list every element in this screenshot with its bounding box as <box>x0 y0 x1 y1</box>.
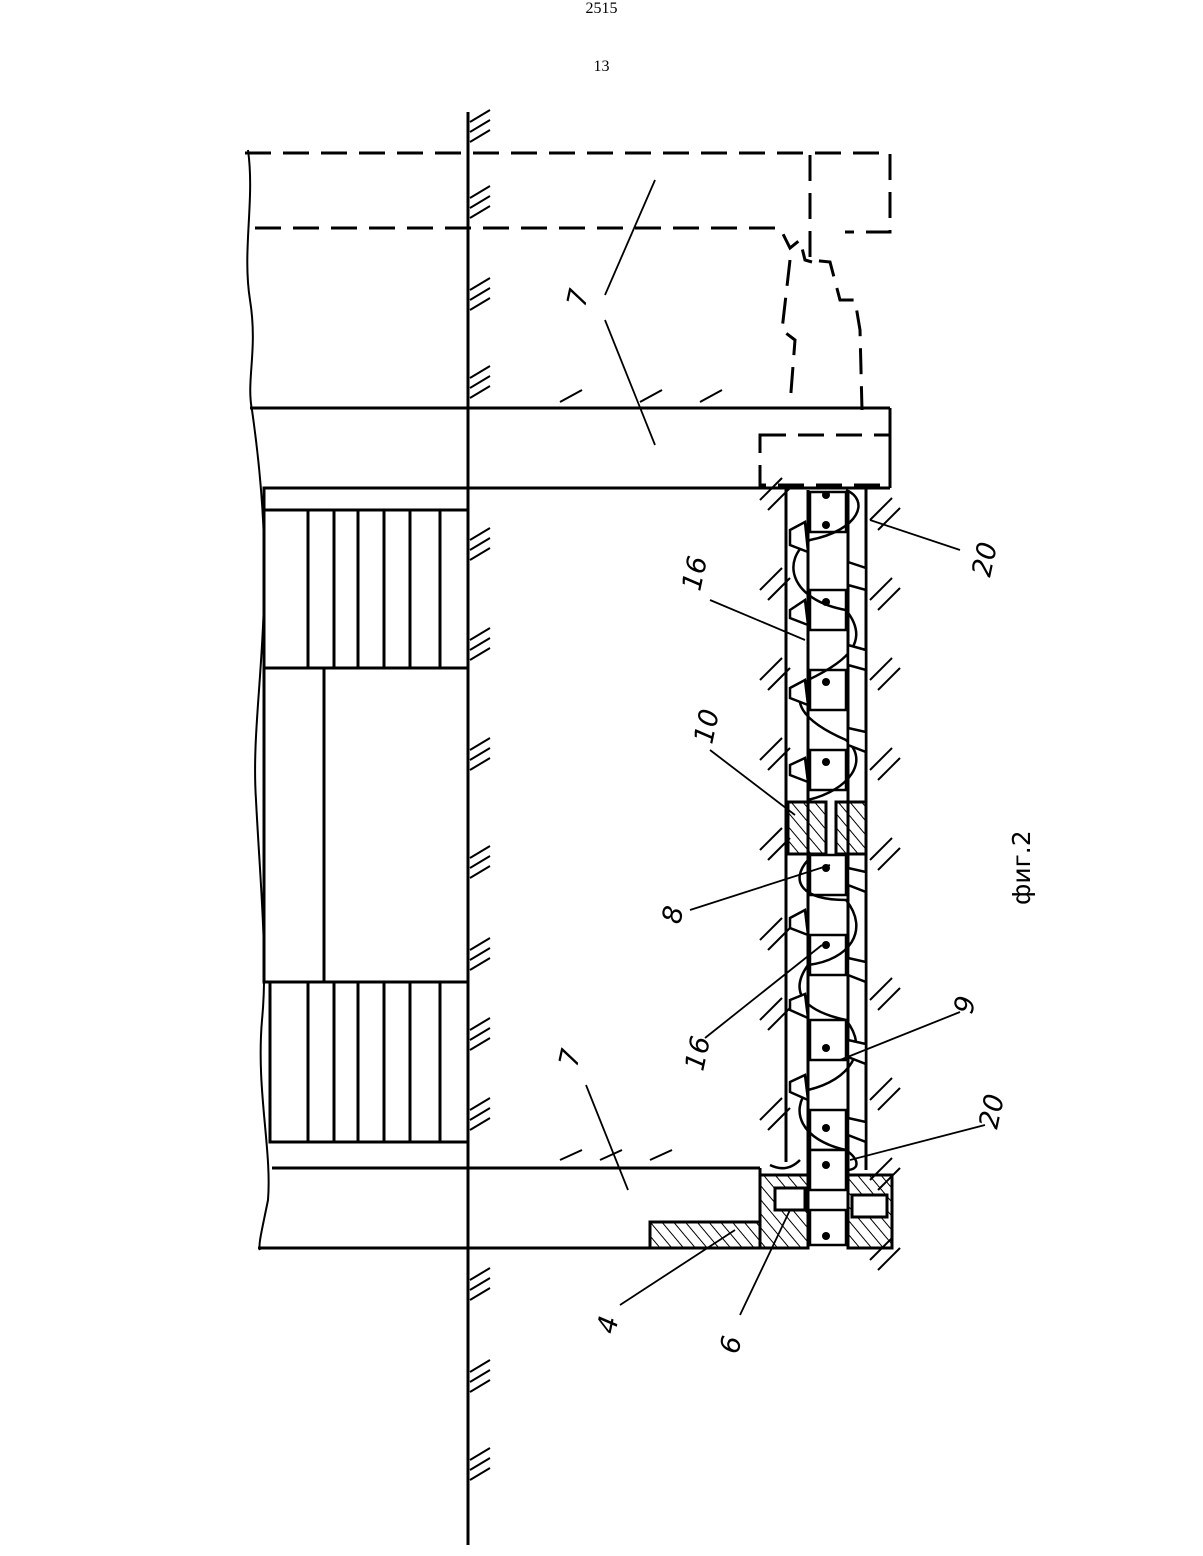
hatched-insert <box>788 802 866 854</box>
label-6: 6 <box>715 1333 749 1356</box>
label-16-lower: 16 <box>680 1033 717 1073</box>
label-20-right: 20 <box>967 539 1004 579</box>
beam-upper <box>250 408 890 488</box>
figure-caption: фиг.2 <box>1007 830 1036 905</box>
wall-blocks <box>264 488 468 1142</box>
label-7-bottom: 7 <box>554 1046 588 1069</box>
label-7-top: 7 <box>562 286 596 309</box>
label-4: 4 <box>592 1313 626 1336</box>
label-10: 10 <box>689 706 726 746</box>
label-8: 8 <box>657 903 691 926</box>
label-9: 9 <box>949 993 983 1016</box>
label-16-upper: 16 <box>677 553 714 593</box>
label-20-lower: 20 <box>974 1091 1011 1131</box>
ground-line <box>468 110 490 1545</box>
dashed-outline <box>245 153 890 485</box>
end-cap <box>650 1175 892 1248</box>
